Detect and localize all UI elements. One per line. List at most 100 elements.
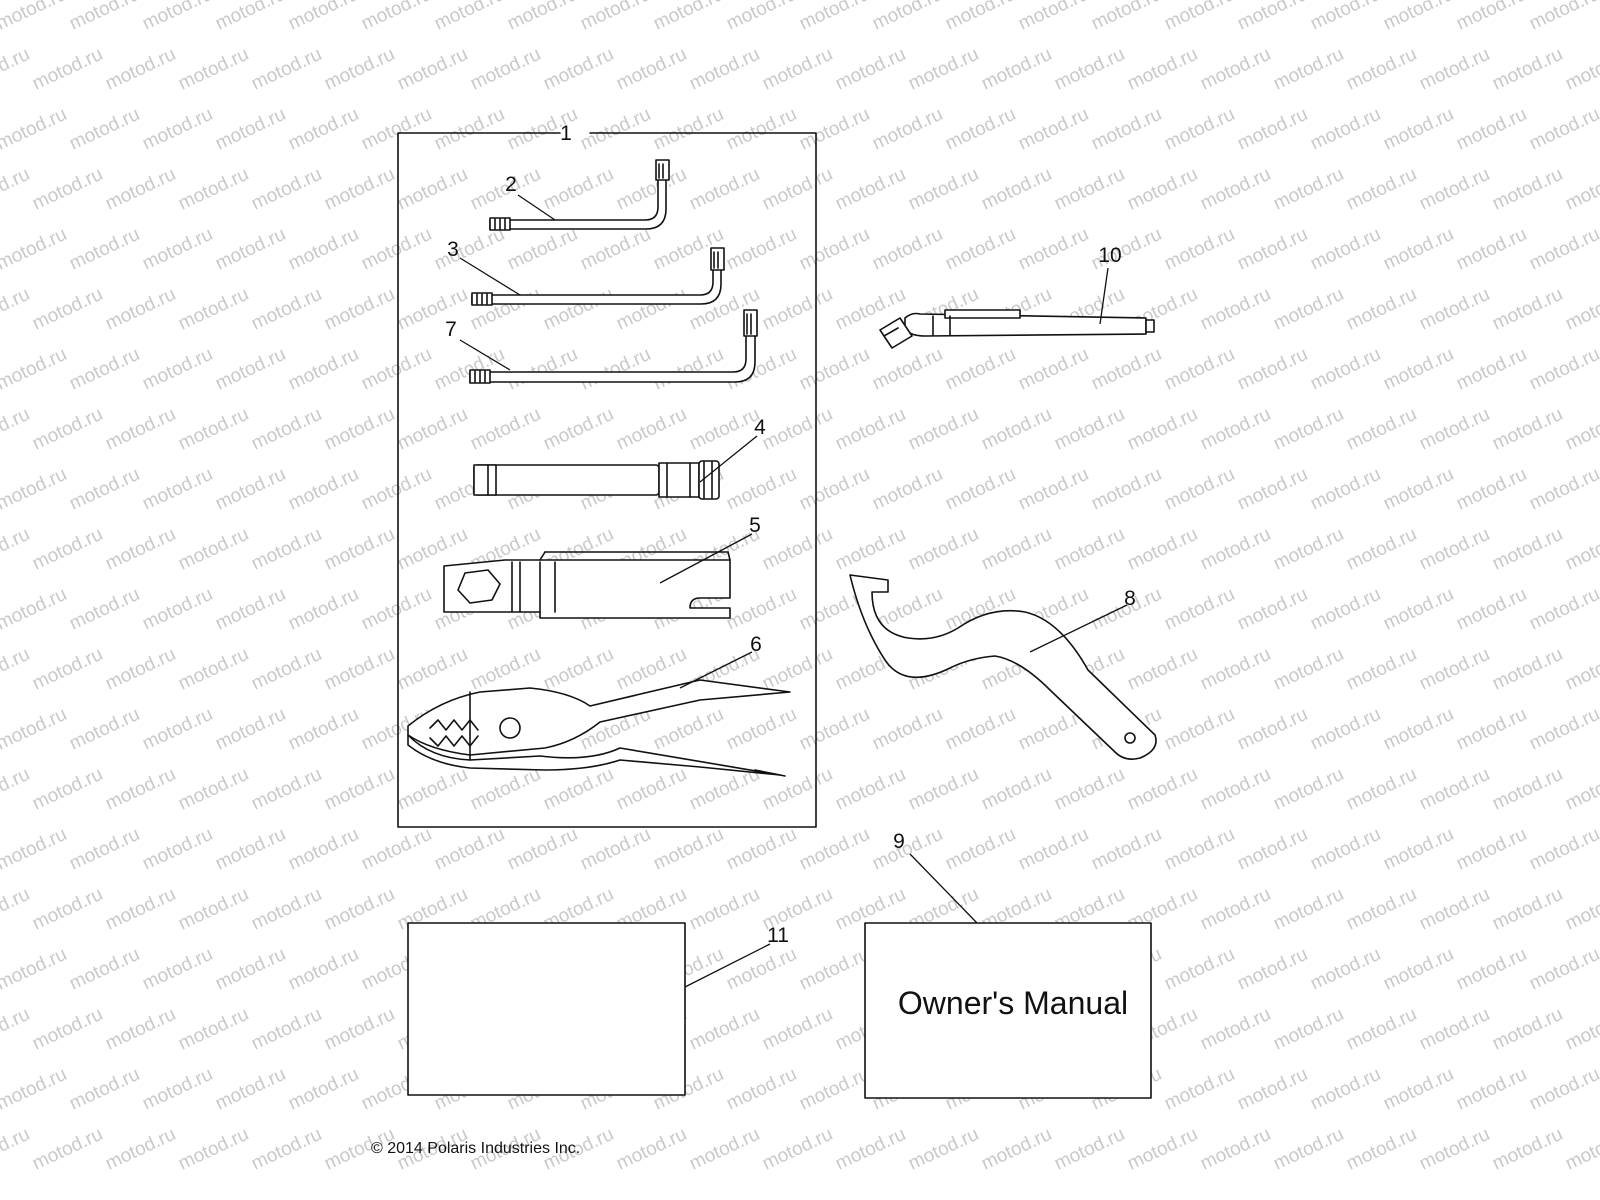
watermark-text: motod.ru <box>759 1124 836 1175</box>
watermark-text: motod.ru <box>212 944 289 995</box>
ratchet-handle: 10 <box>879 244 1155 349</box>
watermark-text: motod.ru <box>248 884 325 935</box>
watermark-text: motod.ru <box>0 344 70 395</box>
watermark-text: motod.ru <box>248 1124 325 1175</box>
watermark-text: motod.ru <box>869 824 946 875</box>
watermark-text: motod.ru <box>796 224 873 275</box>
watermark-text: motod.ru <box>723 1064 800 1115</box>
watermark-text: motod.ru <box>1197 284 1274 335</box>
watermark-text: motod.ru <box>1526 944 1600 995</box>
watermark-text: motod.ru <box>577 824 654 875</box>
watermark-text: motod.ru <box>1307 704 1384 755</box>
watermark-text: motod.ru <box>1307 944 1384 995</box>
watermark-text: motod.ru <box>0 704 70 755</box>
watermark-text: motod.ru <box>248 164 325 215</box>
watermark-text: motod.ru <box>1051 524 1128 575</box>
watermark-text: motod.ru <box>0 944 70 995</box>
watermark-text: motod.ru <box>869 464 946 515</box>
watermark-text: motod.ru <box>321 164 398 215</box>
watermark-text: motod.ru <box>212 464 289 515</box>
watermark-text: motod.ru <box>1453 104 1530 155</box>
watermark-text: motod.ru <box>1124 404 1201 455</box>
watermark-text: motod.ru <box>285 464 362 515</box>
watermark-text: motod.ru <box>66 464 143 515</box>
watermark-text: motod.ru <box>1234 1064 1311 1115</box>
watermark-text: motod.ru <box>1270 764 1347 815</box>
watermark-text: motod.ru <box>1562 1004 1600 1055</box>
watermark-text: motod.ru <box>0 164 33 215</box>
watermark-text: motod.ru <box>1489 1124 1566 1175</box>
watermark-text: motod.ru <box>139 344 216 395</box>
watermark-text: motod.ru <box>1124 44 1201 95</box>
watermark-text: motod.ru <box>1489 164 1566 215</box>
watermark-text: motod.ru <box>942 104 1019 155</box>
watermark-text: motod.ru <box>1562 404 1600 455</box>
watermark-text: motod.ru <box>102 284 179 335</box>
watermark-text: motod.ru <box>467 284 544 335</box>
watermark-text: motod.ru <box>613 1124 690 1175</box>
watermark-text: motod.ru <box>942 464 1019 515</box>
watermark-text: motod.ru <box>1015 224 1092 275</box>
watermark-text: motod.ru <box>1088 104 1165 155</box>
watermark-text: motod.ru <box>1526 104 1600 155</box>
watermark-text: motod.ru <box>358 584 435 635</box>
watermark-text: motod.ru <box>1380 824 1457 875</box>
watermark-text: motod.ru <box>1197 524 1274 575</box>
watermark-text: motod.ru <box>321 644 398 695</box>
tool-kit-frame <box>397 132 817 828</box>
watermark-text: motod.ru <box>175 884 252 935</box>
watermark-text: motod.ru <box>1051 164 1128 215</box>
watermark-text: motod.ru <box>1416 284 1493 335</box>
manual-title: Owner's Manual <box>898 985 1128 1021</box>
watermark-text: motod.ru <box>978 164 1055 215</box>
watermark-text: motod.ru <box>29 764 106 815</box>
watermark-text: motod.ru <box>1270 284 1347 335</box>
watermark-text: motod.ru <box>467 44 544 95</box>
watermark-text: motod.ru <box>613 404 690 455</box>
watermark-text: motod.ru <box>285 704 362 755</box>
watermark-text: motod.ru <box>1015 464 1092 515</box>
watermark-text: motod.ru <box>321 524 398 575</box>
watermark-text: motod.ru <box>1234 344 1311 395</box>
watermark-text: motod.ru <box>1124 1124 1201 1175</box>
watermark-text: motod.ru <box>1562 644 1600 695</box>
watermark-text: motod.ru <box>796 464 873 515</box>
watermark-text: motod.ru <box>832 404 909 455</box>
watermark-text: motod.ru <box>285 0 362 35</box>
watermark-text: motod.ru <box>1270 884 1347 935</box>
watermark-text: motod.ru <box>139 944 216 995</box>
watermark-text: motod.ru <box>321 284 398 335</box>
watermark-text: motod.ru <box>1380 0 1457 35</box>
watermark-text: motod.ru <box>394 164 471 215</box>
watermark-text: motod.ru <box>1416 644 1493 695</box>
watermark-text: motod.ru <box>1489 524 1566 575</box>
watermark-text: motod.ru <box>504 224 581 275</box>
watermark-text: motod.ru <box>1562 164 1600 215</box>
watermark-text: motod.ru <box>1343 404 1420 455</box>
watermark-text: motod.ru <box>467 644 544 695</box>
watermark-text: motod.ru <box>1270 1124 1347 1175</box>
watermark-text: motod.ru <box>212 704 289 755</box>
watermark-text: motod.ru <box>1453 944 1530 995</box>
watermark-text: motod.ru <box>1270 404 1347 455</box>
spanner-wrench: 8 <box>849 574 1157 760</box>
callout-8: 8 <box>1124 587 1136 610</box>
watermark-text: motod.ru <box>139 104 216 155</box>
watermark-text: motod.ru <box>577 344 654 395</box>
watermark-text: motod.ru <box>869 704 946 755</box>
watermark-text: motod.ru <box>577 224 654 275</box>
watermark-text: motod.ru <box>1161 944 1238 995</box>
watermark-text: motod.ru <box>358 104 435 155</box>
watermark-text: motod.ru <box>1562 524 1600 575</box>
watermark-text: motod.ru <box>942 704 1019 755</box>
watermark-text: motod.ru <box>66 584 143 635</box>
watermark-text: motod.ru <box>832 764 909 815</box>
watermark-text: motod.ru <box>1453 224 1530 275</box>
watermark-text: motod.ru <box>321 764 398 815</box>
watermark-text: motod.ru <box>1489 1004 1566 1055</box>
watermark-text: motod.ru <box>467 764 544 815</box>
watermark-text: motod.ru <box>285 344 362 395</box>
watermark-text: motod.ru <box>175 524 252 575</box>
watermark-text: motod.ru <box>723 344 800 395</box>
watermark-text: motod.ru <box>431 344 508 395</box>
